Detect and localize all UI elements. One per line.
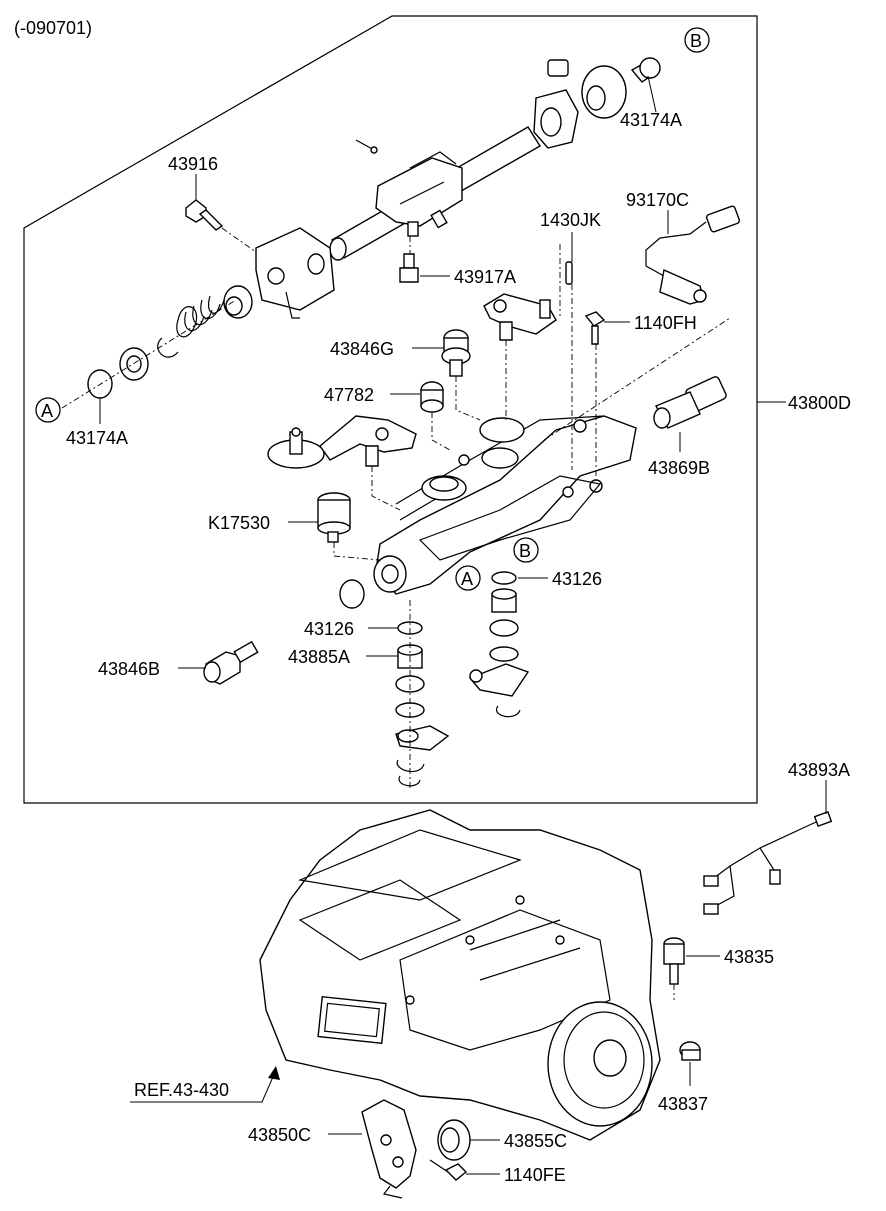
svg-text:1140FE: 1140FE [504,1165,566,1185]
label-43846g: 43846G [330,339,444,359]
switch-43846g [441,329,471,377]
label-43846b: 43846B [98,659,206,679]
svg-text:43174A: 43174A [620,110,682,130]
o-ring [339,579,365,609]
svg-text:1430JK: 1430JK [540,210,601,230]
svg-text:43846G: 43846G [330,339,394,359]
marker-a-center: A [455,565,481,591]
spring-group [61,285,253,409]
svg-text:43885A: 43885A [288,647,350,667]
label-43174a-left: 43174A [66,398,128,448]
svg-text:47782: 47782 [324,385,374,405]
svg-text:A: A [461,569,473,589]
label-ref: REF.43-430 [134,1080,229,1100]
select-lever [267,415,417,469]
svg-text:43893A: 43893A [788,760,850,780]
assembly-dashed-lines [333,244,731,561]
label-43893a: 43893A [788,760,850,814]
label-47782: 47782 [324,385,420,405]
bearing-stack-left [395,600,450,790]
shift-housing [373,415,637,595]
harness-43893a [703,811,833,915]
svg-text:43126: 43126 [304,619,354,639]
switch-43846b [203,640,259,685]
svg-text:43800D: 43800D [788,393,851,413]
label-93170c: 93170C [626,190,689,234]
assembly-frame [23,15,758,804]
svg-text:43850C: 43850C [248,1125,311,1145]
bolt-43835 [663,937,685,1000]
bracket-43850c [361,1099,417,1199]
svg-text:93170C: 93170C [626,190,689,210]
svg-text:1140FH: 1140FH [634,313,697,333]
plug-47782 [420,381,444,413]
svg-text:43837: 43837 [658,1094,708,1114]
svg-text:43916: 43916 [168,154,218,174]
label-43835: 43835 [686,947,774,967]
transmission-case [259,809,661,1141]
label-43837: 43837 [658,1062,708,1114]
ref-arrow [130,1069,277,1103]
label-43850c: 43850C [248,1125,362,1145]
label-43885a: 43885A [288,647,398,667]
pin-1430jk [565,232,573,285]
label-43855c: 43855C [470,1131,567,1151]
label-43869b: 43869B [648,432,710,478]
label-1430jk: 1430JK [540,210,601,230]
svg-text:REF.43-430: REF.43-430 [134,1080,229,1100]
label-1140fe: 1140FE [466,1165,566,1185]
svg-text:B: B [690,31,702,51]
sensor-93170c [645,205,741,305]
label-43126-right: 43126 [518,569,602,589]
svg-text:43835: 43835 [724,947,774,967]
seal-43855c [437,1119,471,1161]
shift-rail-group [329,57,662,261]
label-43800d: 43800D [757,393,851,413]
bolt-43917a [399,236,419,283]
svg-text:43126: 43126 [552,569,602,589]
label-1140fh: 1140FH [604,313,697,333]
svg-text:A: A [41,401,53,421]
bolt-1140fe [429,1159,468,1181]
ref-arrowhead [268,1066,280,1080]
label-k17530: K17530 [208,513,318,533]
bearing-stack-right [468,571,530,718]
svg-text:43855C: 43855C [504,1131,567,1151]
center-lever [483,293,557,341]
plug-43837 [679,1041,701,1061]
label-43916: 43916 [168,154,218,200]
model-year-code: (-090701) [14,18,92,38]
label-43917a: 43917A [420,267,516,287]
bolt-1140fh [584,311,606,345]
marker-b-top: B [684,27,710,53]
marker-a-left: A [35,397,61,423]
svg-text:K17530: K17530 [208,513,270,533]
svg-text:43174A: 43174A [66,428,128,448]
sensor-43869b [653,376,727,429]
label-43126-left: 43126 [304,619,398,639]
svg-text:B: B [519,541,531,561]
bolt-43916-group [185,199,335,319]
solenoid-k17530 [317,492,351,543]
svg-text:43917A: 43917A [454,267,516,287]
svg-text:43869B: 43869B [648,458,710,478]
label-43174a-top: 43174A [620,75,682,130]
svg-text:43846B: 43846B [98,659,160,679]
marker-b-center: B [513,537,539,563]
